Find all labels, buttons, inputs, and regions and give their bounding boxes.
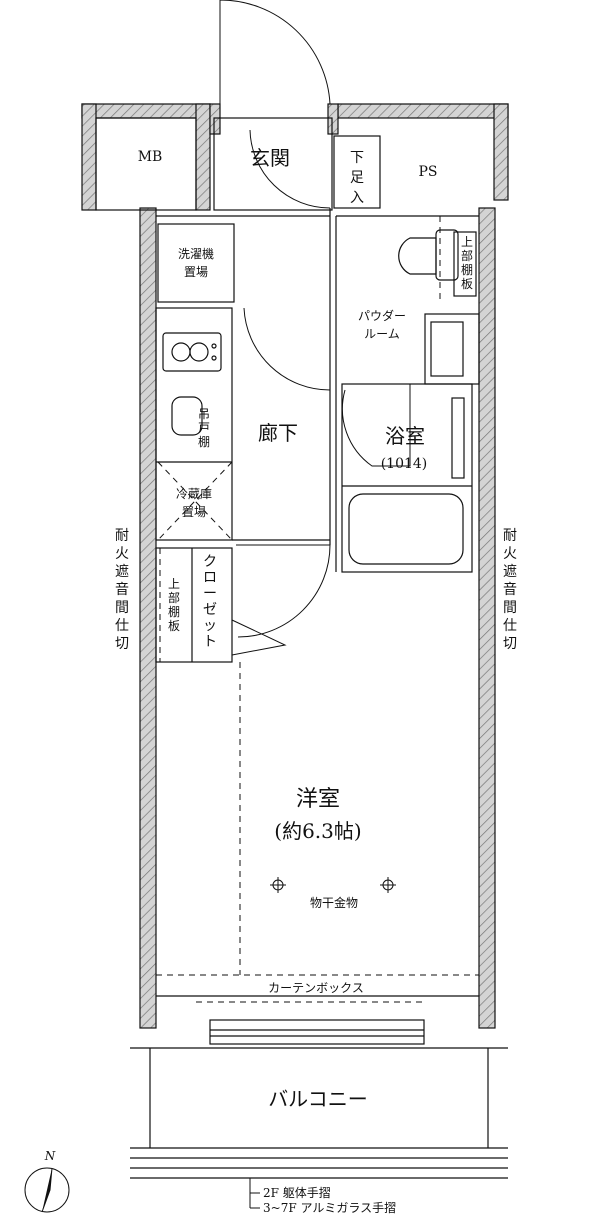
powder-door	[243, 307, 331, 391]
genkan-door	[249, 129, 331, 209]
entrance-door	[219, 0, 331, 105]
fire-wall-right-label-3: 音	[503, 581, 517, 598]
wall-top-right	[337, 103, 509, 119]
upper-shelf-label-1: 部	[461, 248, 473, 263]
balcony-label: バルコニー	[268, 1087, 368, 1111]
fire-wall-left-label-0: 耐	[115, 528, 129, 544]
toilet-tank	[435, 229, 459, 281]
upper-shelf-label-0: 上	[461, 235, 473, 249]
hanging-cabinet-label-0: 吊	[198, 407, 210, 421]
closet-shelf-label-3: 板	[168, 619, 180, 633]
fire-wall-right-label-1: 火	[503, 546, 517, 562]
fire-wall-left-label-3: 音	[115, 581, 129, 598]
toilet-bowl	[398, 237, 437, 275]
wall-door-jamb-r	[327, 103, 339, 135]
fire-wall-left-label-2: 遮	[115, 564, 129, 580]
mb-box	[95, 117, 197, 211]
monohoshi-icons	[270, 877, 396, 893]
shoe-box	[333, 135, 381, 209]
mb-label: MB	[138, 149, 163, 165]
fire-wall-left-label-6: 切	[115, 636, 129, 652]
bathtub	[348, 493, 464, 565]
kitchen-sink	[171, 396, 203, 436]
walls	[81, 103, 509, 1029]
closet-label-1: ロ	[203, 570, 217, 586]
monohoshi-label: 物干金物	[310, 895, 358, 910]
powder-room-label-0: パウダー	[358, 308, 406, 323]
wall-left	[139, 207, 157, 1029]
closet-shelf-label-2: 棚	[168, 604, 180, 619]
youshitsu-size: (約6.3帖)	[274, 819, 361, 843]
fire-wall-right-label-0: 耐	[503, 528, 517, 544]
bath-door	[341, 384, 411, 467]
washer-space	[157, 223, 235, 303]
closet-label-0: ク	[203, 554, 217, 570]
closet-door	[231, 619, 287, 656]
wall-top-left	[81, 103, 211, 119]
fire-wall-left-label-1: 火	[115, 546, 129, 562]
fridge-label-0: 冷蔵庫	[176, 487, 212, 501]
shoe-box-label-0: 下	[350, 150, 364, 166]
doors	[219, 0, 411, 656]
genkan-label: 玄関	[250, 146, 290, 170]
hanging-cabinet-label-1: 戸	[198, 421, 210, 435]
railing-legend-line	[249, 1178, 260, 1209]
fire-wall-right-label-6: 切	[503, 636, 517, 652]
washer-label-1: 置場	[184, 265, 208, 279]
hanging-cabinet-label-2: 棚	[198, 434, 210, 449]
fire-wall-left-label-4: 間	[115, 600, 129, 616]
stove	[162, 332, 222, 372]
compass-icon	[24, 1167, 70, 1213]
window	[209, 1019, 425, 1045]
kitchen-counter	[155, 307, 233, 541]
wall-door-jamb	[209, 103, 221, 135]
fire-wall-right-label-2: 遮	[503, 564, 517, 580]
dashed-lines	[156, 216, 479, 1003]
partitions	[95, 117, 508, 1179]
closet-label-5: ト	[203, 634, 217, 650]
wash-basin	[424, 313, 480, 385]
yokushitsu-size: (1014)	[381, 456, 428, 472]
fire-wall-left-label-5: 仕	[115, 618, 129, 634]
genkan-area	[213, 117, 333, 211]
railing-2f-label: 2F 躯体手摺	[263, 1185, 331, 1200]
fire-wall-right-label-4: 間	[503, 600, 517, 616]
wall-mb-left	[81, 103, 97, 211]
railing-3-7f-label: 3~7F アルミガラス手摺	[263, 1200, 396, 1215]
wall-right	[478, 207, 496, 1029]
rouka-label: 廊下	[258, 421, 298, 445]
yokushitsu-label: 浴室	[385, 424, 425, 448]
shoe-box-label-2: 入	[350, 190, 364, 206]
closet-shelf-label-1: 部	[168, 590, 180, 605]
upper-shelf-label-2: 棚	[461, 262, 473, 277]
wall-ps-right	[493, 103, 509, 201]
closet-label-4: ッ	[203, 618, 217, 634]
upper-shelf-label-3: 板	[461, 277, 473, 291]
closet-label-3: ゼ	[203, 602, 217, 618]
closet-label-2: ー	[203, 586, 217, 602]
powder-room-label-1: ルーム	[364, 327, 400, 341]
multiline-labels: 下足入洗濯機置場上部棚板パウダールーム吊戸棚冷蔵庫置場クローゼット上部棚板耐火遮…	[115, 150, 517, 652]
washer-label-0: 洗濯機	[178, 246, 214, 261]
fridge-label-1: 置場	[182, 505, 206, 519]
closet	[155, 547, 233, 663]
youshitsu-label: 洋室	[296, 787, 340, 812]
wall-mb-right	[195, 103, 211, 211]
bathroom	[341, 383, 473, 573]
closet-shelf-label-0: 上	[168, 577, 180, 591]
ps-label: PS	[418, 164, 437, 180]
room-door	[236, 544, 331, 638]
shoe-box-label-1: 足	[350, 170, 364, 186]
fire-wall-right-label-5: 仕	[503, 618, 517, 634]
north-label: N	[44, 1149, 56, 1163]
curtain-box-label: カーテンボックス	[268, 981, 364, 995]
